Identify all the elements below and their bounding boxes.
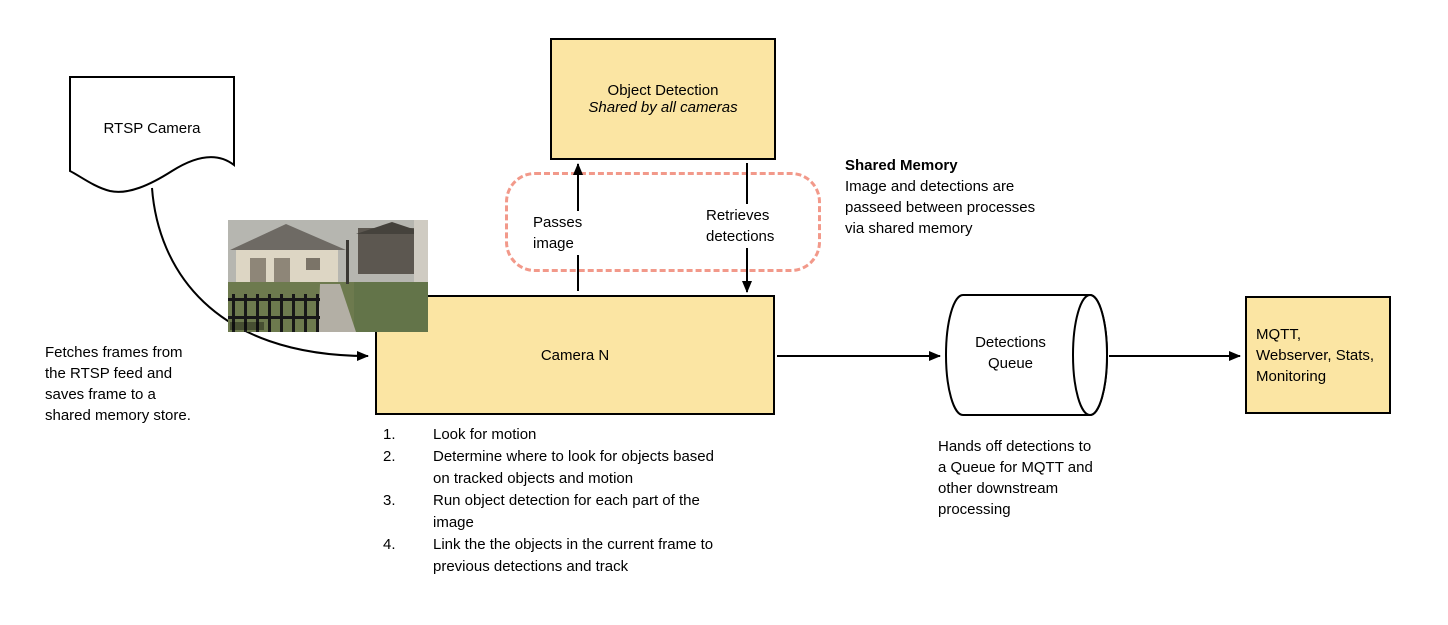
rtsp-camera-shape <box>69 76 235 193</box>
shared-memory-note-body: Image and detections are passeed between… <box>845 178 1036 237</box>
detections-queue-label: Detections Queue <box>975 334 1046 372</box>
outputs-label: MQTT, Webserver, Stats, Monitoring <box>1256 325 1375 385</box>
object-detection-title: Object Detection <box>607 82 719 99</box>
object-detection-node: Object Detection Shared by all cameras <box>550 38 776 160</box>
queue-handoff-note: Hands off detections to a Queue for MQTT… <box>938 438 1093 518</box>
detections-queue-shape <box>945 294 1108 416</box>
step-item: Run object detection for each part of th… <box>433 492 700 531</box>
shared-memory-note-title: Shared Memory <box>845 157 958 174</box>
camera-n-label: Camera N <box>540 346 610 364</box>
camera-n-node: Camera N <box>375 295 775 415</box>
fetch-frames-note: Fetches frames from the RTSP feed and sa… <box>45 344 191 424</box>
passes-image-label: Passes image <box>530 211 586 255</box>
camera-snapshot-image <box>228 220 428 332</box>
outputs-node: MQTT, Webserver, Stats, Monitoring <box>1245 296 1391 414</box>
step-item: Link the the objects in the current fram… <box>433 536 714 575</box>
retrieves-detections-label: Retrieves detections <box>703 204 778 248</box>
step-item: Look for motion <box>433 426 537 443</box>
object-detection-subtitle: Shared by all cameras <box>588 99 738 116</box>
processing-steps-list: Look for motion Determine where to look … <box>383 424 728 578</box>
shared-memory-note: Shared Memory Image and detections are p… <box>845 155 1053 239</box>
snapshot-scene <box>228 220 428 332</box>
rtsp-camera-label: RTSP Camera <box>103 120 201 137</box>
shared-memory-dashed-region <box>505 172 821 272</box>
arrow-rtsp-to-camera <box>151 187 369 361</box>
step-item: Determine where to look for objects base… <box>433 448 714 487</box>
